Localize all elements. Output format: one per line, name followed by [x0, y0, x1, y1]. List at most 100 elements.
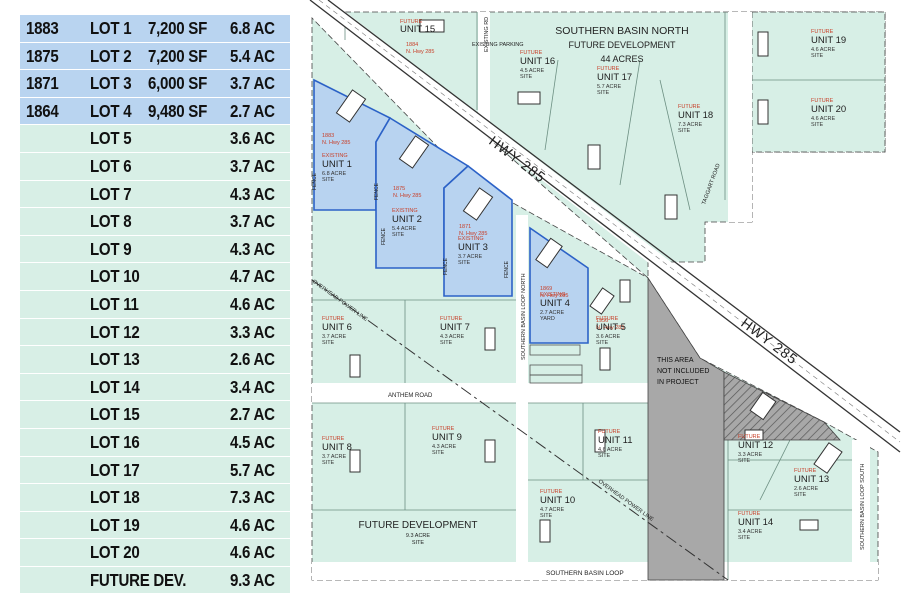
- unit-site-suffix: SITE: [738, 535, 751, 541]
- lot-table-acres: 3.7 AC: [230, 155, 275, 176]
- lot-table-row: LOT 12 3.3 AC: [20, 318, 290, 347]
- lot-table-lot: LOT 12: [90, 321, 140, 342]
- unit-size: 4.7 ACRE: [540, 507, 564, 513]
- unit-address-number: 1871: [459, 224, 471, 230]
- lot-table-row: LOT 11 4.6 AC: [20, 290, 290, 319]
- unit-name: UNIT 20: [811, 104, 846, 115]
- unit-size: 4.6 ACRE: [811, 47, 835, 53]
- unit-status: FUTURE: [597, 66, 620, 72]
- lot-table-acres: 3.3 AC: [230, 321, 275, 342]
- fence-label: FENCE: [443, 257, 449, 275]
- unit-site-suffix: SITE: [597, 90, 610, 96]
- unit-name: UNIT 9: [432, 432, 462, 443]
- unit-address-street: N. Hwy 285: [596, 325, 624, 331]
- existing-rd-label: EXISTING RD: [484, 17, 490, 52]
- unit-site-suffix: SITE: [598, 453, 611, 459]
- unit-status: FUTURE: [322, 436, 345, 442]
- lot-table-sf: 6,000 SF: [148, 73, 208, 94]
- unit-name: UNIT 6: [322, 322, 352, 333]
- unit-size: 4.6 ACRE: [811, 116, 835, 122]
- unit-address-number: 1956: [596, 318, 608, 324]
- road-strips: [312, 12, 878, 580]
- unit-size: 3.7 ACRE: [458, 254, 482, 260]
- future-development-name: FUTURE DEVELOPMENT: [359, 520, 478, 531]
- unit-name: UNIT 2: [392, 214, 422, 225]
- unit-site-suffix: YARD: [540, 316, 555, 322]
- unit-status: FUTURE: [400, 19, 423, 25]
- lot-table-acres: 3.6 AC: [230, 128, 275, 149]
- lot-table-lot: LOT 11: [90, 293, 139, 314]
- parking-rows: [529, 344, 583, 384]
- unit-name: UNIT 12: [738, 440, 773, 451]
- lot-table-number: 1864: [26, 100, 59, 121]
- southern-basin-loop-label: SOUTHERN BASIN LOOP: [546, 570, 624, 577]
- unit-status: FUTURE: [440, 316, 463, 322]
- unit-status: FUTURE: [678, 104, 701, 110]
- unit-size: 3.7 ACRE: [322, 454, 346, 460]
- unit-status: FUTURE: [322, 316, 345, 322]
- lot-table-acres: 4.5 AC: [230, 431, 275, 452]
- unit-status: FUTURE: [598, 429, 621, 435]
- future-development-size: 9.3 ACRE: [406, 533, 430, 539]
- unit-status: FUTURE: [811, 98, 834, 104]
- unit-site-suffix: SITE: [322, 340, 335, 346]
- lot-table-acres: 2.7 AC: [230, 100, 275, 121]
- lot-table-lot: LOT 9: [90, 238, 132, 259]
- unit-status: FUTURE: [540, 489, 563, 495]
- lot-table-acres: 3.7 AC: [230, 73, 275, 94]
- unit-name: UNIT 19: [811, 35, 846, 46]
- unit-status: FUTURE: [520, 50, 543, 56]
- unit-site-suffix: SITE: [794, 492, 807, 498]
- unit-name: UNIT 13: [794, 474, 829, 485]
- excluded-area: [647, 276, 725, 581]
- lot-table-acres: 5.4 AC: [230, 45, 275, 66]
- lot-table-acres: 3.7 AC: [230, 211, 275, 232]
- unit-size: 2.6 ACRE: [794, 486, 818, 492]
- lot-table-lot: FUTURE DEV.: [90, 569, 187, 590]
- loop-south-label: SOUTHERN BASIN LOOP SOUTH: [860, 464, 866, 550]
- existing-parking-label: EXISTING PARKING: [472, 42, 524, 48]
- unit-size: 7.3 ACRE: [678, 122, 702, 128]
- unit-site-suffix: SITE: [322, 460, 335, 466]
- lot-table-acres: 4.3 AC: [230, 183, 275, 204]
- lot-table-acres: 4.6 AC: [230, 514, 275, 535]
- unit-size: 6.8 ACRE: [322, 171, 346, 177]
- north-lot-lines: [344, 12, 885, 211]
- unit-status: EXISTING: [322, 153, 348, 159]
- unit-name: UNIT 4: [540, 298, 570, 309]
- unit-address-street: N. Hwy 285: [406, 49, 434, 55]
- lot-table-lot: LOT 10: [90, 266, 140, 287]
- unit-site-suffix: SITE: [540, 513, 553, 519]
- unit-name: UNIT 17: [597, 72, 632, 83]
- unit-address-number: 1884: [406, 42, 418, 48]
- loop-north-label: SOUTHERN BASIN LOOP NORTH: [521, 273, 527, 360]
- unit-size: 3.4 ACRE: [738, 529, 762, 535]
- lot-table-acres: 4.6 AC: [230, 293, 275, 314]
- lot-table-lot: LOT 20: [90, 542, 140, 563]
- excluded-area-hatched: [723, 371, 841, 441]
- highway-285: [309, 0, 901, 458]
- unit-size: 3.3 ACRE: [738, 452, 762, 458]
- unit-status: FUTURE: [738, 434, 761, 440]
- lot-table-lot: LOT 17: [90, 459, 140, 480]
- lot-table-number: 1871: [26, 73, 59, 94]
- unit-size: 5.4 ACRE: [392, 226, 416, 232]
- unit-size: 3.7 ACRE: [322, 334, 346, 340]
- unit-site-suffix: SITE: [432, 450, 445, 456]
- unit-site-suffix: SITE: [596, 340, 609, 346]
- lot-table-lot: LOT 15: [90, 404, 140, 425]
- lot-table-lot: LOT 14: [90, 376, 140, 397]
- unit-site-suffix: SITE: [811, 53, 824, 59]
- lot-table-acres: 7.3 AC: [230, 487, 275, 508]
- unit-name: UNIT 8: [322, 442, 352, 453]
- lot-table-number: 1883: [26, 18, 59, 38]
